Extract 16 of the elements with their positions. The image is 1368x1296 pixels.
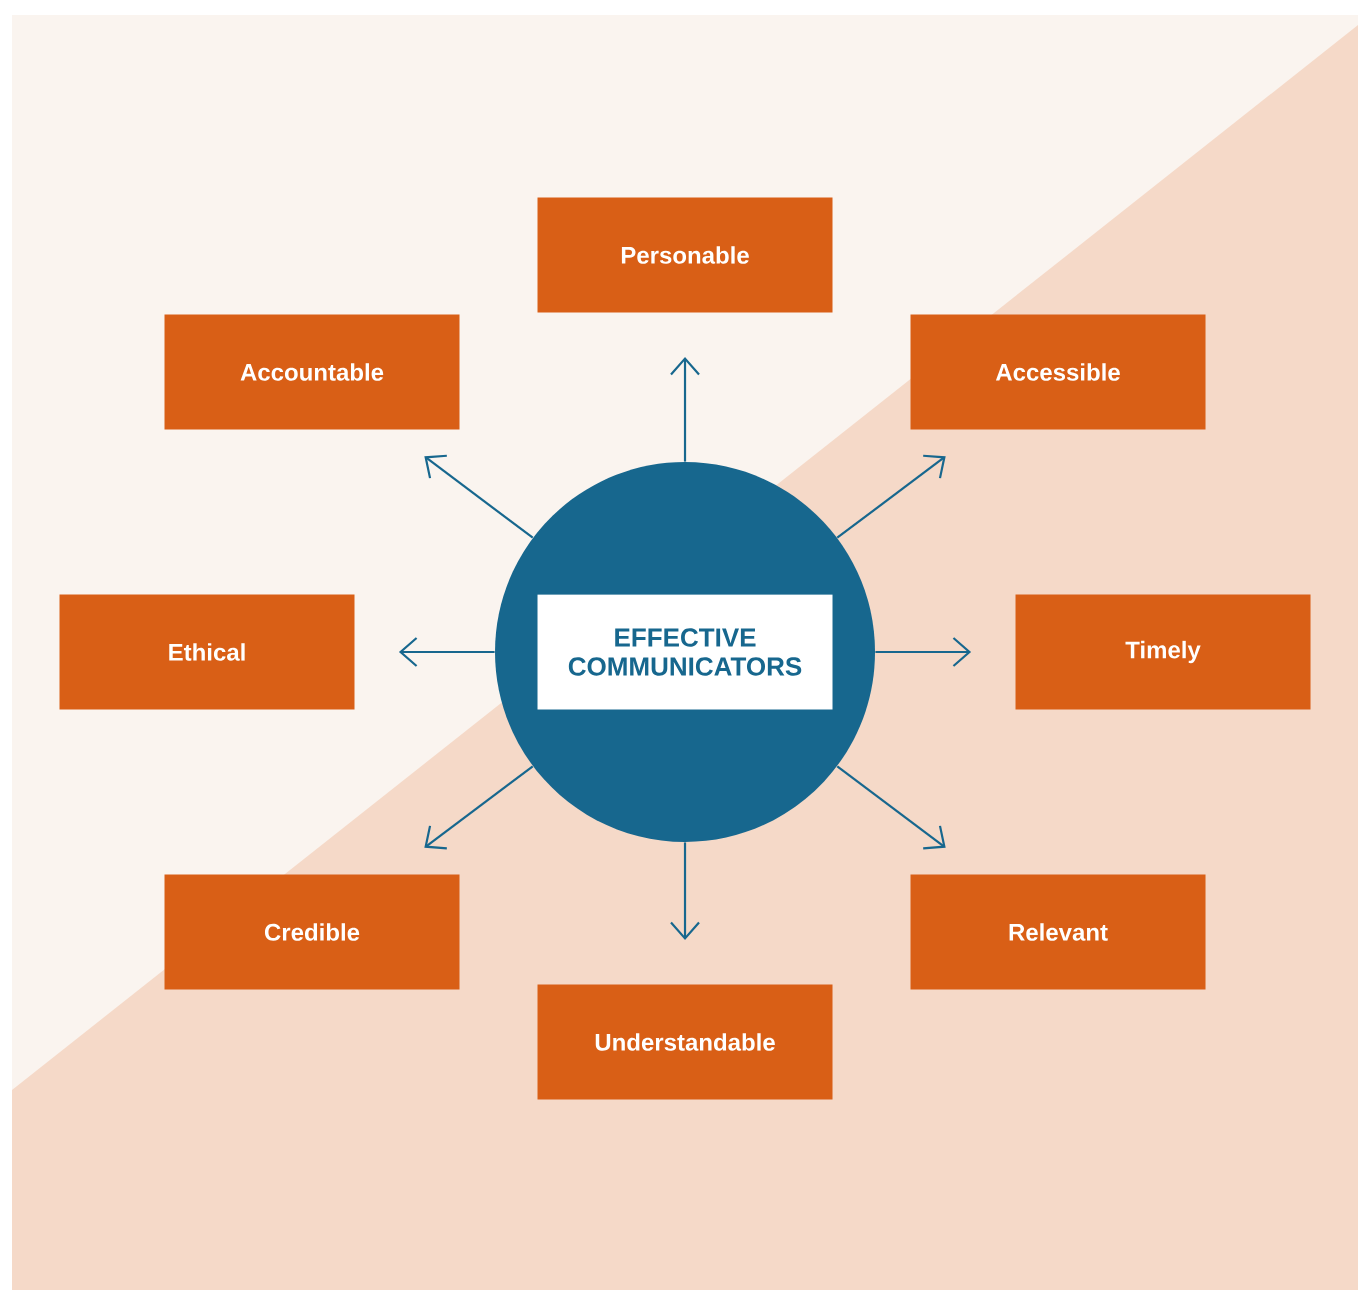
- arrow: [670, 356, 700, 462]
- arrow: [836, 454, 946, 539]
- arrow: [875, 637, 972, 667]
- trait-box: Accessible: [910, 314, 1206, 430]
- arrow: [424, 454, 534, 539]
- trait-box: Understandable: [537, 984, 833, 1100]
- arrow: [836, 765, 946, 850]
- arrow: [424, 765, 534, 850]
- trait-box: Timely: [1015, 594, 1311, 710]
- trait-box: Accountable: [164, 314, 460, 430]
- trait-box: Relevant: [910, 874, 1206, 990]
- trait-box: Ethical: [59, 594, 355, 710]
- trait-box: Credible: [164, 874, 460, 990]
- arrow: [398, 637, 495, 667]
- trait-box: Personable: [537, 197, 833, 313]
- arrow: [670, 842, 700, 941]
